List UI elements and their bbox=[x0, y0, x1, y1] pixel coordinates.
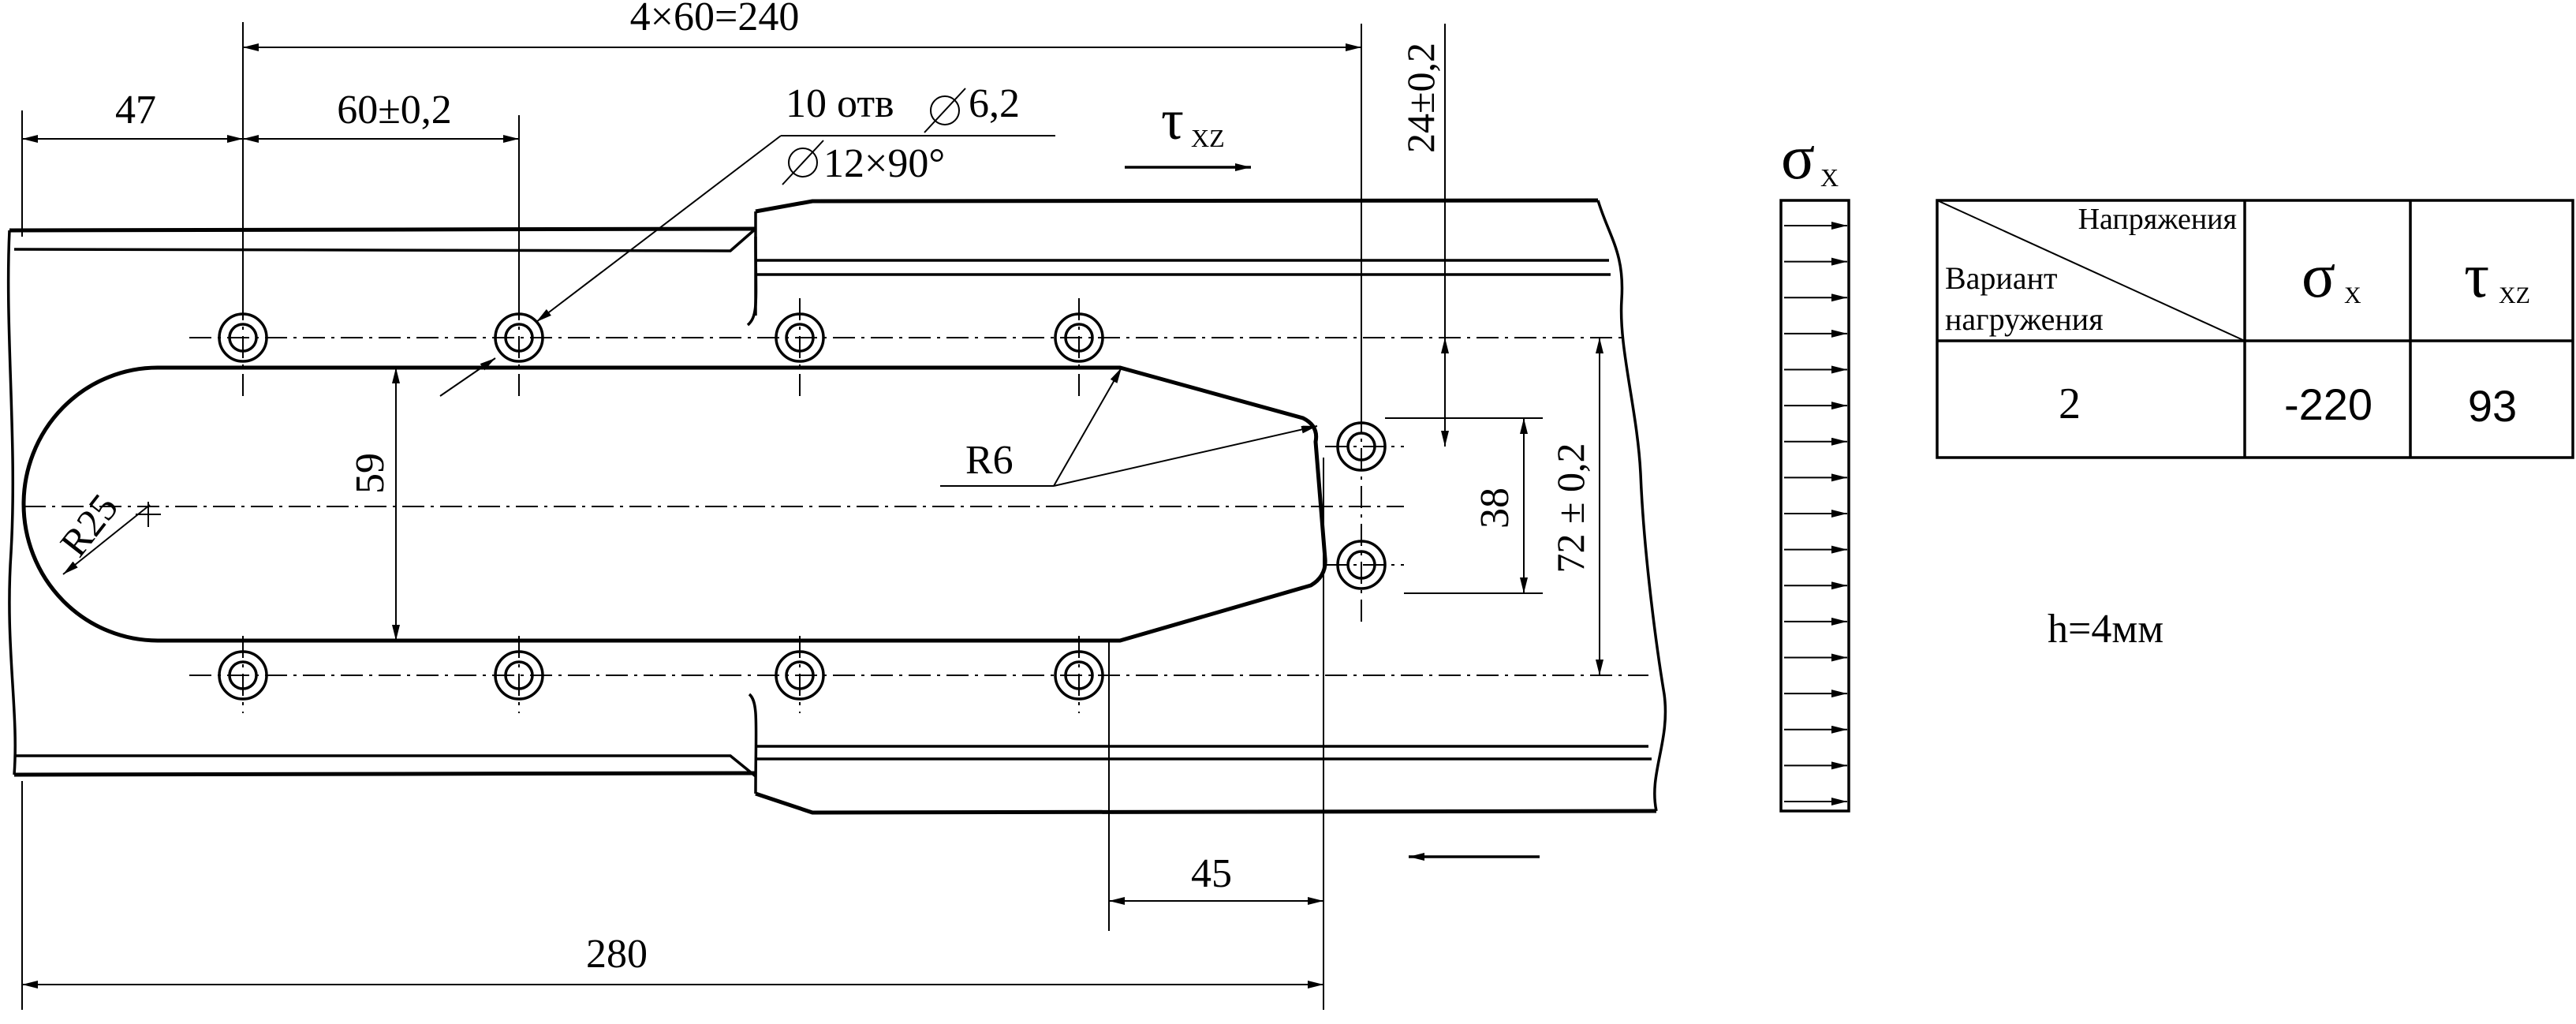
hole bbox=[218, 312, 268, 363]
holes-note-diameter: 6,2 bbox=[969, 81, 1020, 126]
dim-pitch-tol: 60±0,2 bbox=[337, 88, 452, 133]
table-header-loading: нагружения bbox=[1945, 301, 2104, 337]
dimension-lines bbox=[21, 22, 1603, 1010]
shear-subscript: XZ bbox=[1191, 124, 1225, 152]
table-header-variant: Вариант bbox=[1945, 260, 2057, 296]
hole bbox=[1054, 312, 1104, 363]
dim-outer-pair: 72 ± 0,2 bbox=[1548, 443, 1592, 574]
dim-inner-pair: 38 bbox=[1473, 488, 1518, 529]
dim-radius: R25 bbox=[51, 485, 126, 564]
holes-note-countersink: 12×90° bbox=[823, 141, 945, 186]
sigma-subscript: X bbox=[1820, 163, 1839, 192]
holes-note-count: 10 отв bbox=[786, 81, 894, 126]
thickness-note: h=4мм bbox=[2048, 607, 2163, 652]
table-col-sigma-sub: X bbox=[2344, 282, 2361, 308]
dim-slot-height: 59 bbox=[348, 453, 393, 494]
part-outline bbox=[6, 198, 1667, 815]
table-cell-sigma: -220 bbox=[2284, 379, 2373, 429]
holes bbox=[218, 312, 1387, 701]
table-col-tau: τ bbox=[2464, 241, 2489, 311]
table-cell-variant: 2 bbox=[2059, 379, 2081, 428]
hole bbox=[1336, 421, 1387, 472]
dim-fillet: R6 bbox=[965, 438, 1014, 483]
dim-top-right: 24±0,2 bbox=[1398, 43, 1443, 153]
stress-block bbox=[1779, 199, 1850, 813]
center-lines bbox=[24, 298, 1648, 713]
hole bbox=[218, 650, 268, 701]
normal-stress-diagram: σ X bbox=[1779, 123, 1850, 813]
stress-arrows bbox=[1784, 222, 1847, 805]
dim-taper-length: 45 bbox=[1191, 851, 1232, 896]
hole bbox=[775, 312, 825, 363]
hole bbox=[494, 312, 544, 363]
hole bbox=[775, 650, 825, 701]
shear-symbol: τ bbox=[1161, 88, 1184, 151]
hole bbox=[494, 650, 544, 701]
table-col-tau-sub: XZ bbox=[2499, 282, 2530, 308]
table-col-sigma: σ bbox=[2302, 241, 2335, 311]
dim-left-offset: 47 bbox=[115, 88, 156, 133]
hole bbox=[1336, 540, 1387, 590]
dimension-texts: 4×60=240 47 60±0,2 10 отв 6,2 12×90° 24±… bbox=[51, 0, 1592, 977]
table-cell-tau: 93 bbox=[2468, 381, 2517, 431]
shear-load: τ XZ bbox=[1125, 88, 1540, 861]
sigma-symbol: σ bbox=[1781, 123, 1815, 192]
dim-overall-length: 280 bbox=[586, 932, 648, 977]
dim-pitch-total: 4×60=240 bbox=[630, 0, 800, 39]
load-table: Напряжения Вариант нагружения σ X τ XZ 2… bbox=[1936, 199, 2574, 459]
table-header-stress: Напряжения bbox=[2078, 203, 2237, 236]
hole bbox=[1054, 650, 1104, 701]
